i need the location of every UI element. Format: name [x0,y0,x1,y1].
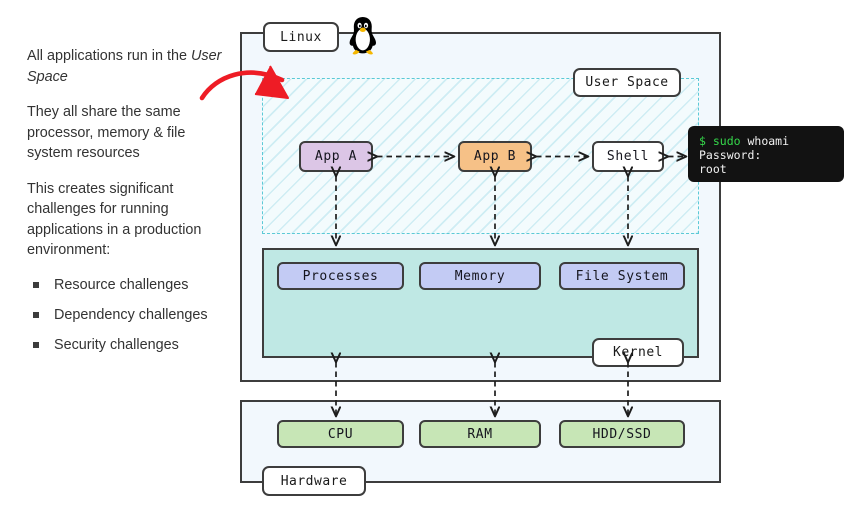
paragraph-challenges-intro: This creates significant challenges for … [27,180,202,259]
paragraph-1-lead: All applications run in the [27,48,191,64]
node-hdd-ssd[interactable]: HDD/SSD [559,420,685,448]
node-ram[interactable]: RAM [419,420,541,448]
bullet-label: Dependency challenges [54,306,208,323]
terminal-command-sudo: sudo [705,134,741,148]
terminal-line-output: root [699,162,727,176]
terminal-command-arg: whoami [740,134,790,148]
paragraph-user-space: All applications run in the User Space [27,46,232,87]
red-arrow-head-icon [254,65,289,99]
challenge-list: Resource challenges Dependency challenge… [27,276,232,355]
terminal-line-password: Password: [699,148,762,162]
explanatory-copy: All applications run in the User Space T… [27,46,232,366]
terminal-window[interactable]: $ sudo whoami Password: root [688,126,844,182]
node-file-system[interactable]: File System [559,262,685,290]
node-memory[interactable]: Memory [419,262,541,290]
bullet-square-icon [33,281,39,288]
terminal-prompt-symbol: $ [699,134,706,148]
tux-penguin-icon [349,17,376,55]
node-processes[interactable]: Processes [277,262,404,290]
terminal-line-command: $ sudo whoami [699,134,844,148]
list-item: Security challenges [27,336,232,355]
paragraph-1-emphasis: User Space [27,48,222,85]
paragraph-shared-resources: They all share the same processor, memor… [27,104,186,161]
bullet-label: Security challenges [54,336,179,353]
list-item: Dependency challenges [27,306,232,325]
node-cpu[interactable]: CPU [277,420,404,448]
bullet-square-icon [33,311,39,318]
bullet-square-icon [33,341,39,348]
linux-frame-label: Linux [263,22,339,52]
list-item: Resource challenges [27,276,232,295]
user-space-label: User Space [573,68,681,97]
bullet-label: Resource challenges [54,276,189,293]
hardware-label: Hardware [262,466,366,496]
